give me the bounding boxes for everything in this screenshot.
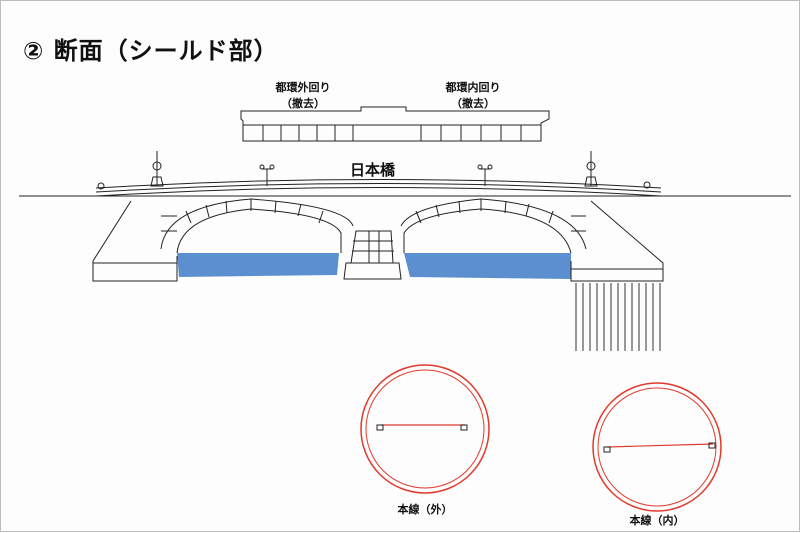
bridge-lamp-posts: [97, 151, 651, 190]
river-water-left: [177, 253, 339, 277]
highway-deck: [240, 106, 550, 142]
tunnel-outer-caption: 本線（外）: [397, 503, 453, 516]
page-title: ② 断面（シールド部）: [23, 37, 279, 65]
outer-loop-name: 都環外回り: [275, 81, 331, 94]
inner-loop-label: 都環内回り （撤去）: [433, 80, 513, 112]
inner-loop-name: 都環内回り: [445, 81, 501, 94]
bridge-structure: [92, 179, 664, 351]
inner-loop-status: （撤去）: [451, 97, 495, 110]
tunnel-outer: [360, 364, 490, 494]
river-water-right: [404, 253, 571, 279]
outer-loop-status: （撤去）: [281, 97, 325, 110]
tunnel-inner: [592, 382, 722, 512]
tunnel-inner-caption: 本線（内）: [629, 514, 685, 527]
outer-loop-label: 都環外回り （撤去）: [263, 80, 343, 112]
bridge-name-label: 日本橋: [350, 161, 396, 179]
